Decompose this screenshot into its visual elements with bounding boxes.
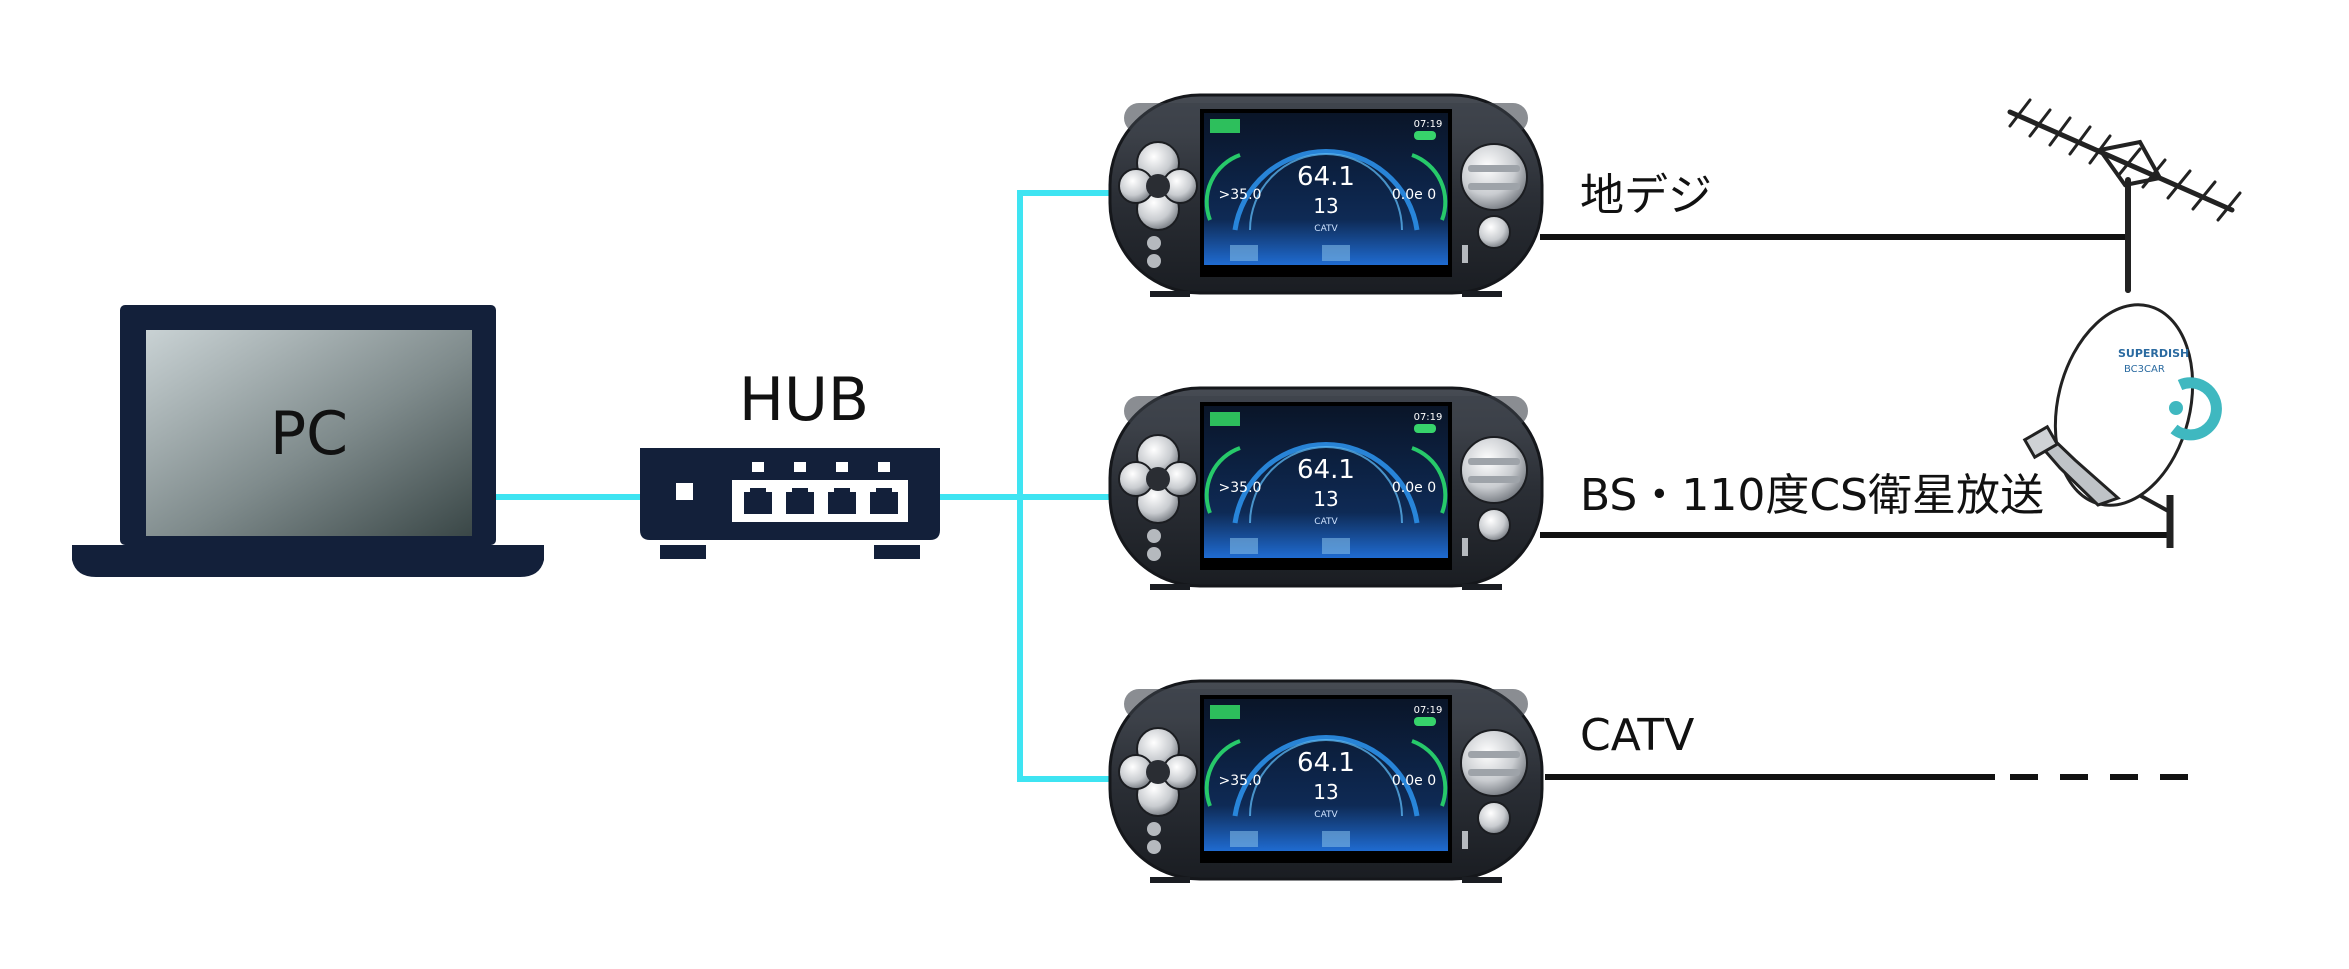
antenna-icon (2007, 98, 2242, 293)
meter-1-left-value: >35.0 (1219, 187, 1262, 203)
meter-1-right-value: 0.0e 0 (1392, 187, 1436, 203)
meter-2-tag: CATV (1314, 517, 1338, 527)
hub-label: HUB (739, 365, 869, 435)
meter-2-main-value: 64.1 (1297, 455, 1355, 485)
meter-1-tag: CATV (1314, 224, 1338, 234)
meter-3-time: 07:19 (1414, 705, 1443, 716)
meter-2-right-value: 0.0e 0 (1392, 480, 1436, 496)
terrestrial-label: 地デジ (1580, 170, 1712, 221)
ethernet-links (495, 190, 1112, 782)
pc-laptop: PC (72, 305, 544, 577)
meter-3-sub-value: 13 (1313, 780, 1338, 804)
field-meter-1: 64.1 13 >35.0 0.0e 0 07:19 CATV (1110, 95, 1542, 297)
pc-label: PC (270, 399, 348, 469)
hub-power-led (676, 483, 693, 500)
meter-3-tag: CATV (1314, 810, 1338, 820)
catv-label: CATV (1580, 710, 1694, 761)
meter-2-time: 07:19 (1414, 412, 1443, 423)
coax-links (1540, 234, 2190, 780)
meter-3-main-value: 64.1 (1297, 748, 1355, 778)
meter-3-right-value: 0.0e 0 (1392, 773, 1436, 789)
dish-brand-line1: SUPERDISH (2118, 347, 2189, 360)
pc-screen (146, 330, 472, 536)
satellite-dish-icon: SUPERDISH BC3CAR (2022, 303, 2222, 548)
meter-1-time: 07:19 (1414, 119, 1443, 130)
meter-3-left-value: >35.0 (1219, 773, 1262, 789)
dish-brand-line2: BC3CAR (2124, 364, 2165, 375)
meter-1-main-value: 64.1 (1297, 162, 1355, 192)
field-meter-2: 64.1 13 >35.0 0.0e 0 07:19 CATV (1110, 388, 1542, 590)
field-meter-3: 64.1 13 >35.0 0.0e 0 07:19 CATV (1110, 681, 1542, 883)
meter-1-sub-value: 13 (1313, 194, 1338, 218)
meter-2-sub-value: 13 (1313, 487, 1338, 511)
meter-2-left-value: >35.0 (1219, 480, 1262, 496)
satellite-label: BS・110度CS衛星放送 (1580, 470, 2044, 521)
hub-switch: HUB (640, 365, 940, 559)
hub-ports (744, 488, 898, 514)
